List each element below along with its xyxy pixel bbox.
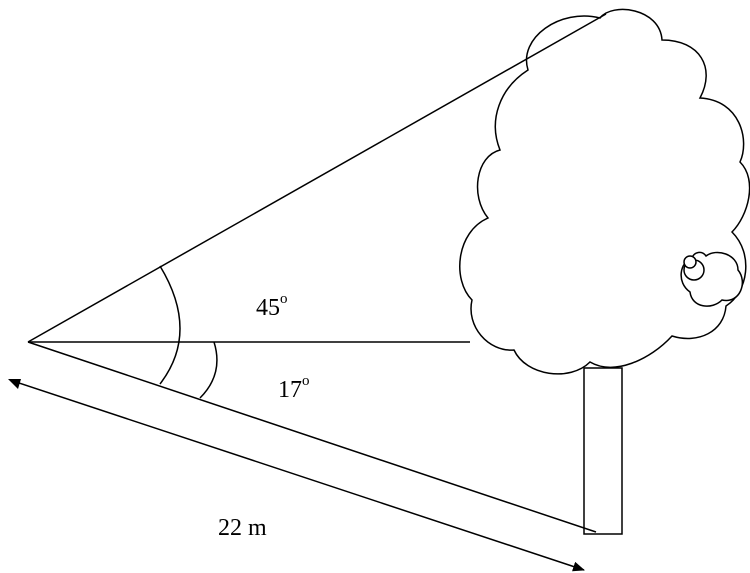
angle-45-value: 45 <box>256 295 280 321</box>
angle-arc-45 <box>159 265 181 385</box>
angle-17-value: 17 <box>278 377 302 403</box>
sight-line-base <box>27 341 597 533</box>
angle-arc-17 <box>199 341 218 399</box>
sight-line-top <box>27 13 607 343</box>
distance-label: 22 m <box>218 515 267 541</box>
tree-knot-inner <box>683 255 697 269</box>
angle-17-degree: o <box>302 373 310 389</box>
angle-label-17: 17o <box>278 374 310 403</box>
distance-arrow <box>9 379 585 572</box>
angle-label-45: 45o <box>256 292 288 321</box>
tree-trunk <box>583 367 623 535</box>
distance-arrowhead-start <box>8 379 21 389</box>
tree-crown <box>459 8 750 375</box>
angle-45-degree: o <box>280 291 288 307</box>
